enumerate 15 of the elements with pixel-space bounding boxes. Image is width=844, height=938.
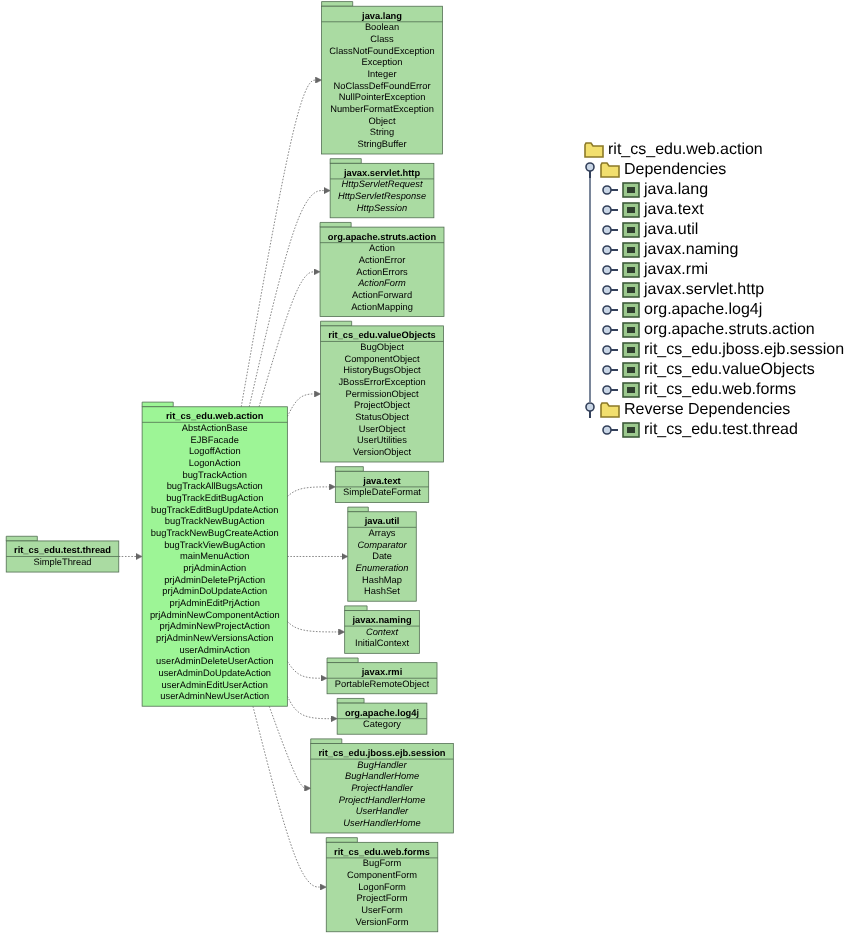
tree-item-label: org.apache.log4j [644,300,763,320]
tree-item-label: java.util [644,220,699,240]
tree-item-label: java.text [644,200,704,220]
tree-item-label: javax.rmi [644,260,709,280]
tree-item-label: Dependencies [624,160,727,180]
tree-item-label: rit_cs_edu.test.thread [644,420,798,440]
tree-item-label: javax.naming [644,240,739,260]
tree-item-label: Reverse Dependencies [624,400,791,420]
tree-item-label: rit_cs_edu.web.forms [644,380,797,400]
tree-item-label: javax.servlet.http [644,280,765,300]
tree-item-label: rit_cs_edu.valueObjects [644,360,815,380]
tree-item-label: rit_cs_edu.web.action [608,140,763,160]
tree-item-label: rit_cs_edu.jboss.ejb.session [644,340,844,360]
tree-item-label: java.lang [644,180,709,200]
tree-item-label: org.apache.struts.action [644,320,815,340]
